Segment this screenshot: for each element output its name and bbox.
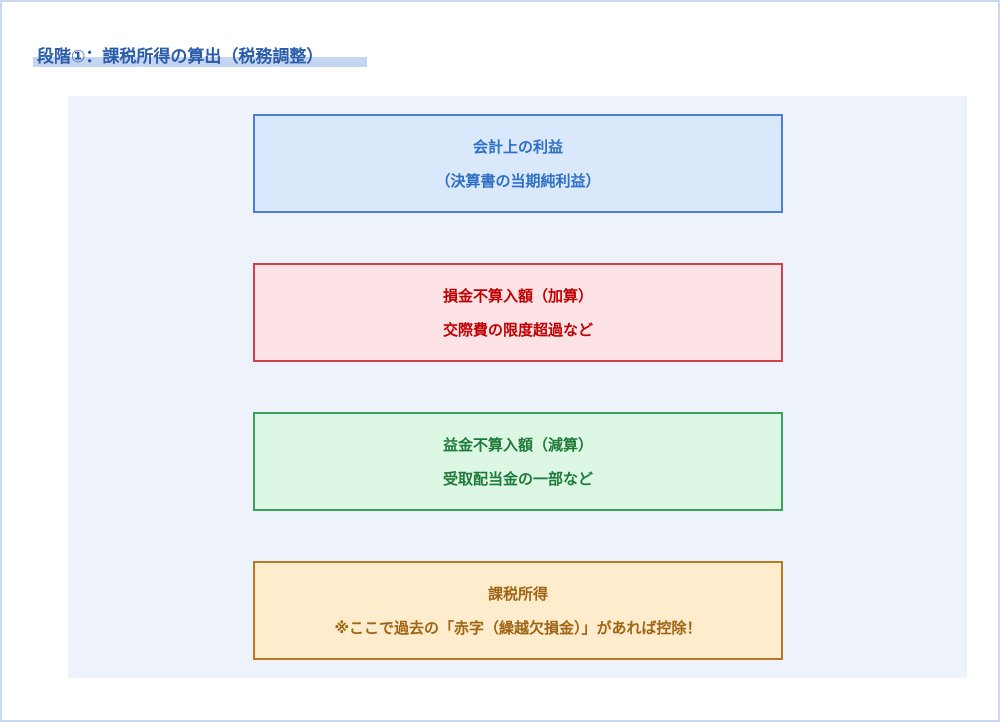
box-detail: 受取配当金の一部など bbox=[442, 469, 593, 488]
excluded-revenue-box: 益金不算入額（減算） 受取配当金の一部など bbox=[253, 412, 783, 511]
title-highlight bbox=[33, 57, 367, 67]
box-heading: 損金不算入額（加算） bbox=[442, 286, 593, 305]
box-heading: 益金不算入額（減算） bbox=[442, 435, 593, 454]
box-detail: 交際費の限度超過など bbox=[442, 320, 593, 339]
taxable-income-box: 課税所得 ※ここで過去の「赤字（繰越欠損金）」があれば控除！ bbox=[253, 561, 783, 660]
diagram-title: 段階①：課税所得の算出（税務調整） bbox=[37, 47, 324, 67]
box-heading: 会計上の利益 bbox=[472, 137, 563, 156]
accounting-profit-box: 会計上の利益 （決算書の当期純利益） bbox=[253, 114, 783, 213]
box-detail: （決算書の当期純利益） bbox=[435, 171, 601, 190]
box-detail: ※ここで過去の「赤字（繰越欠損金）」があれば控除！ bbox=[334, 618, 702, 637]
box-heading: 課税所得 bbox=[487, 584, 548, 603]
non-deductible-expense-box: 損金不算入額（加算） 交際費の限度超過など bbox=[253, 263, 783, 362]
